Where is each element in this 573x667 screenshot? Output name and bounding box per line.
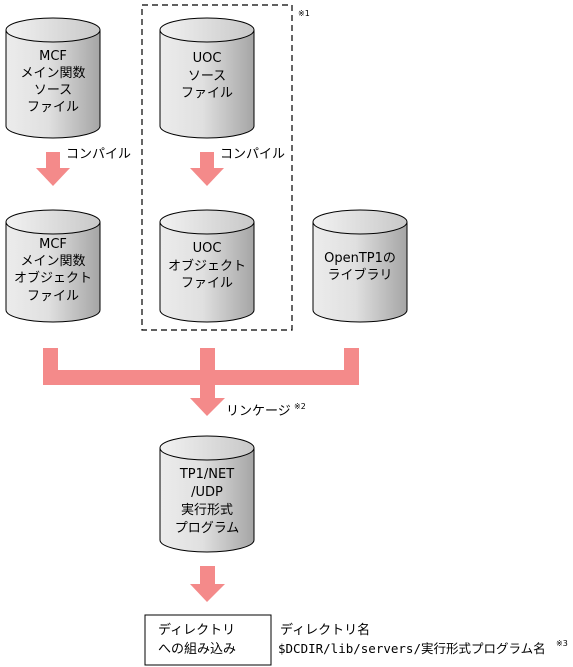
mcf-object-line-2: メイン関数 xyxy=(20,254,85,269)
executable-line-2: /UDP xyxy=(191,485,223,500)
executable-line-4: プログラム xyxy=(175,521,240,536)
linkage-merge-arrow xyxy=(43,348,359,416)
mcf-source-line-3: ソース xyxy=(34,83,72,98)
executable-cylinder: TP1/NET /UDP 実行形式 プログラム xyxy=(159,435,255,553)
directory-box-line-2: への組み込み xyxy=(158,642,236,657)
uoc-source-line-2: ソース xyxy=(188,69,226,84)
uoc-source-cylinder: UOC ソース ファイル xyxy=(159,17,255,139)
compile-label-left: コンパイル xyxy=(66,147,131,162)
compile-label-right: コンパイル xyxy=(220,147,285,162)
executable-line-1: TP1/NET xyxy=(179,467,234,482)
directory-path-note: ※3 xyxy=(556,639,568,648)
linkage-label: リンケージ xyxy=(226,404,291,419)
mcf-source-line-4: ファイル xyxy=(27,100,79,115)
uoc-object-line-3: ファイル xyxy=(181,276,233,291)
uoc-object-cylinder: UOC オブジェクト ファイル xyxy=(159,209,255,323)
uoc-object-line-2: オブジェクト xyxy=(168,258,246,274)
uoc-group-dashed-box xyxy=(141,4,293,331)
opentp1-library-cylinder: OpenTP1の ライブラリ xyxy=(312,209,408,323)
mcf-source-cylinder: MCF メイン関数 ソース ファイル xyxy=(5,17,101,139)
mcf-object-line-1: MCF xyxy=(39,237,67,252)
mcf-source-line-2: メイン関数 xyxy=(20,66,85,81)
directory-name-label: ディレクトリ名 xyxy=(280,622,370,638)
mcf-object-cylinder: MCF メイン関数 オブジェクト ファイル xyxy=(5,209,101,323)
mcf-source-line-1: MCF xyxy=(39,49,67,64)
uoc-object-line-1: UOC xyxy=(193,241,222,256)
uoc-group-note: ※1 xyxy=(298,9,310,18)
opentp1-line-1: OpenTP1の xyxy=(324,251,396,266)
compile-arrow-left xyxy=(36,152,70,186)
uoc-source-line-1: UOC xyxy=(193,51,222,66)
mcf-object-line-3: オブジェクト xyxy=(14,270,92,286)
executable-line-3: 実行形式 xyxy=(181,502,233,518)
compile-arrow-right xyxy=(190,152,224,186)
directory-path: $DCDIR/lib/servers/実行形式プログラム名 xyxy=(278,641,546,656)
install-arrow xyxy=(190,566,225,602)
uoc-source-line-3: ファイル xyxy=(181,86,233,101)
opentp1-line-2: ライブラリ xyxy=(327,267,392,283)
linkage-note: ※2 xyxy=(294,402,306,411)
directory-box-line-1: ディレクトリ xyxy=(158,622,235,638)
directory-box xyxy=(144,614,272,666)
mcf-object-line-4: ファイル xyxy=(27,289,79,304)
